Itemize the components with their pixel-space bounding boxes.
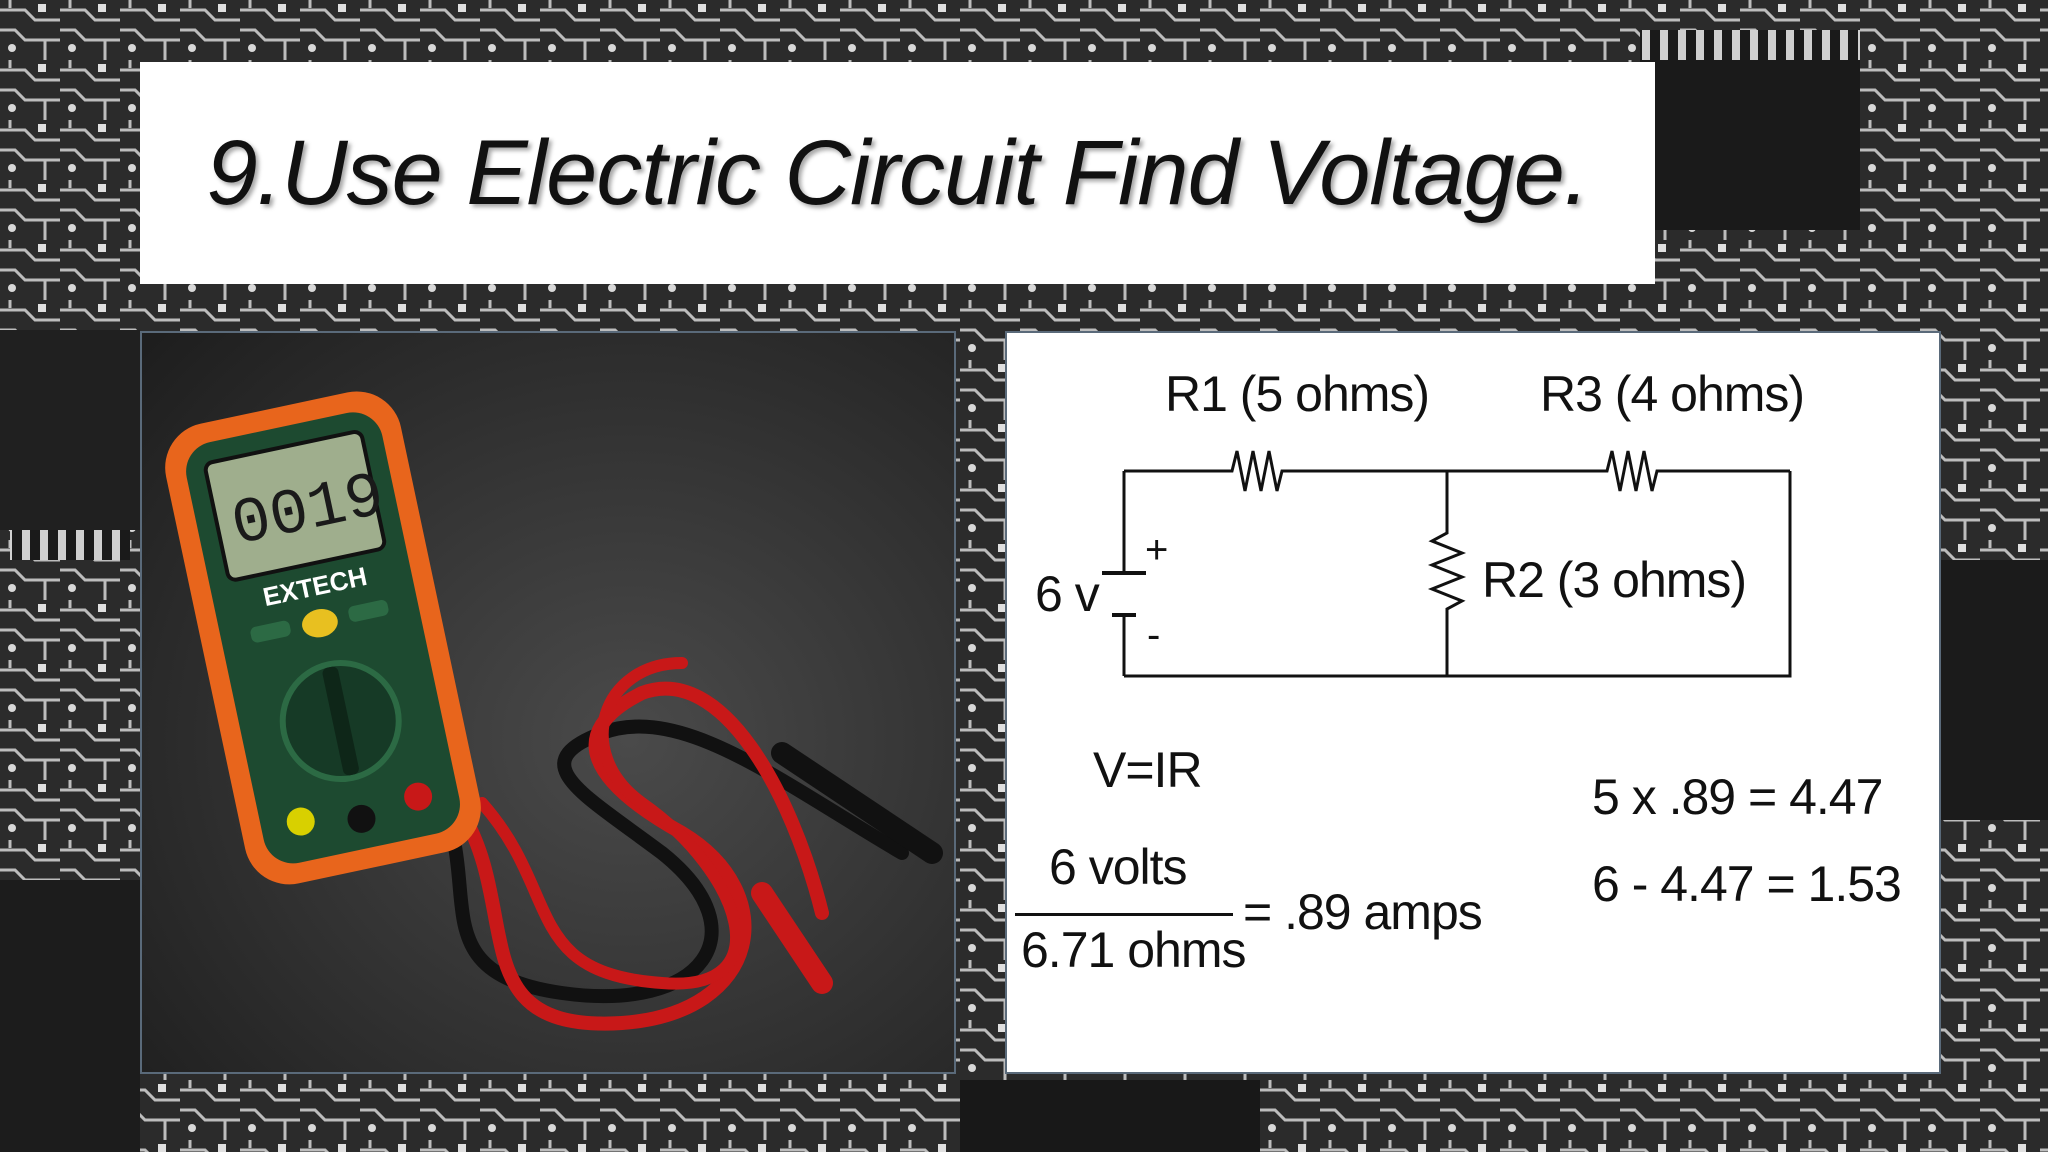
r2-label: R2 (3 ohms) (1482, 552, 1747, 608)
fraction-bar (1015, 913, 1233, 916)
r3-label: R3 (4 ohms) (1540, 366, 1805, 422)
calc-line-1: 5 x .89 = 4.47 (1592, 769, 1883, 825)
title-banner: 9.Use Electric Circuit Find Voltage. (140, 62, 1655, 284)
formula-text: V=IR (1093, 742, 1203, 798)
slide-title: 9.Use Electric Circuit Find Voltage. (206, 121, 1589, 224)
plus-sign: + (1145, 528, 1168, 572)
circuit-diagram-panel: R1 (5 ohms) R3 (4 ohms) R2 (3 ohms) 6 v … (1005, 331, 1941, 1074)
multimeter-illustration: 0019 EXTECH (142, 333, 954, 1072)
test-leads (435, 657, 909, 1031)
right-bottom-wire (1124, 471, 1792, 678)
black-probe (771, 742, 943, 864)
source-voltage-label: 6 v (1035, 566, 1100, 622)
meter-body: 0019 EXTECH (165, 391, 481, 885)
battery-icon (1102, 571, 1146, 617)
denominator-text: 6.71 ohms (1021, 922, 1246, 978)
calc-line-2: 6 - 4.47 = 1.53 (1592, 856, 1902, 912)
r2-resistor-icon (1427, 471, 1467, 676)
red-probe (751, 882, 833, 994)
multimeter-photo: 0019 EXTECH (140, 331, 956, 1074)
result-text: = .89 amps (1243, 884, 1483, 940)
circuit-schematic (1102, 450, 1792, 678)
top-wire (1124, 450, 1790, 492)
minus-sign: - (1147, 613, 1160, 657)
numerator-text: 6 volts (1049, 839, 1188, 895)
r1-label: R1 (5 ohms) (1165, 366, 1430, 422)
